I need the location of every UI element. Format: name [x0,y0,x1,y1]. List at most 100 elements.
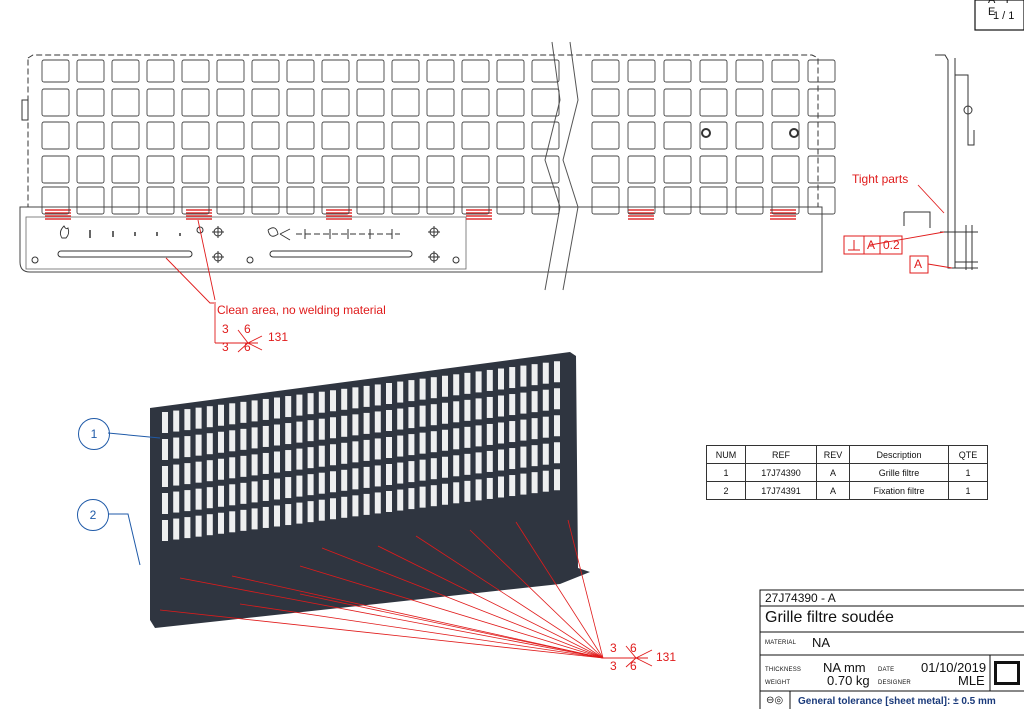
datum-label: A [914,257,923,271]
grid-cell [408,407,415,429]
grid-cell [591,88,620,117]
grid-cell [76,121,105,150]
grid-cell [520,392,527,414]
grid-cell [442,429,448,451]
iso-grid [162,361,560,541]
weld-bottom-d: 6 [630,659,637,673]
weld-leader [299,593,604,659]
grid-cell [386,491,392,512]
side-view [903,54,978,270]
grid-cell [531,472,538,494]
grid-cell [285,423,292,445]
weld-bottom-process: 131 [656,650,677,664]
grid-cell [218,431,224,453]
thickness-label: THICKNESS [765,667,802,673]
grid-cell [498,476,504,498]
grid-cell [146,59,175,83]
grid-cell [453,401,460,423]
title-block-ref: 27J74390 - A [765,591,836,605]
grid-cell [496,155,525,184]
grid-cell [285,504,292,526]
grid-cell [173,491,180,513]
grid-cell [206,487,213,509]
grid-cell [771,88,800,117]
grid-cell [498,395,504,417]
grid-cell [498,449,504,471]
front-leaders [165,219,216,304]
grid-cell [321,186,350,215]
grid-cell [162,493,168,514]
grid-cell [542,470,549,492]
weld-leader [179,577,604,659]
grid-cell [296,394,303,416]
grid-cell [591,186,620,215]
grid-cell [318,418,325,440]
grid-cell [475,452,482,474]
thickness-value: NA mm [823,660,866,675]
grid-cell [475,425,482,447]
grid-cell [341,388,348,410]
grid-cell [341,496,348,518]
grid-cell [554,469,560,491]
weld-top-b: 6 [244,322,251,336]
grid-cell [240,455,247,477]
grid-cell [262,452,269,474]
grid-cell [286,59,315,83]
grid-cell [240,428,247,450]
grid-cell [363,493,370,515]
company-logo [994,661,1020,685]
grid-cell [771,59,800,83]
weld-leader [231,575,604,659]
bom-cell: Grille filtre [849,463,949,482]
grid-cell [111,121,140,150]
grid-cell [486,396,493,418]
grid-cell [496,88,525,117]
sheet-corner-box [974,0,1024,31]
iso-weld-leaders [159,519,604,659]
grid-cell [520,419,527,441]
grid-cell [229,484,236,506]
front-grid [41,59,836,215]
grid-cell [442,375,448,397]
grid-cell [356,155,385,184]
grid-cell [442,402,448,424]
table-row: 2 17J74391 A Fixation filtre 1 [706,481,988,500]
grid-cell [181,59,210,83]
weld-leader [377,545,604,659]
grid-cell [426,121,455,150]
bom-header: NUM [706,445,746,464]
grid-cell [386,437,392,458]
title-block-title: Grille filtre soudée [765,609,894,626]
grid-cell [206,406,213,428]
grid-cell [699,59,728,83]
grid-cell [363,466,370,488]
grid-cell [464,426,471,448]
grid-cell [391,155,420,184]
weld-leader [469,529,604,659]
grid-cell [286,121,315,150]
grid-cell [442,456,448,478]
grid-cell [627,121,656,150]
clean-area-note: Clean area, no welding material [217,303,386,317]
grid-cell [426,88,455,117]
weld-leader [299,565,604,659]
weld-bottom-c: 3 [610,659,617,673]
grid-cell [461,186,490,215]
grid-cell [240,482,247,504]
grid-cell [531,88,560,117]
grid-cell [307,393,314,415]
grid-cell [374,465,381,487]
balloon-2: 2 [77,499,109,531]
grid-cell [397,408,404,430]
weld-top-a: 3 [222,322,229,336]
weld-leader [415,535,604,659]
grid-cell [206,433,213,455]
perp-tolerance: 0.2 [883,238,900,252]
grid-cell [735,155,764,184]
grid-cell [453,428,460,450]
grid-cell [76,155,105,184]
grid-cell [251,88,280,117]
grid-cell [496,121,525,150]
bom-table: NUM REF REV Description QTE 1 17J74390 A… [706,445,988,500]
grid-cell [262,506,269,528]
